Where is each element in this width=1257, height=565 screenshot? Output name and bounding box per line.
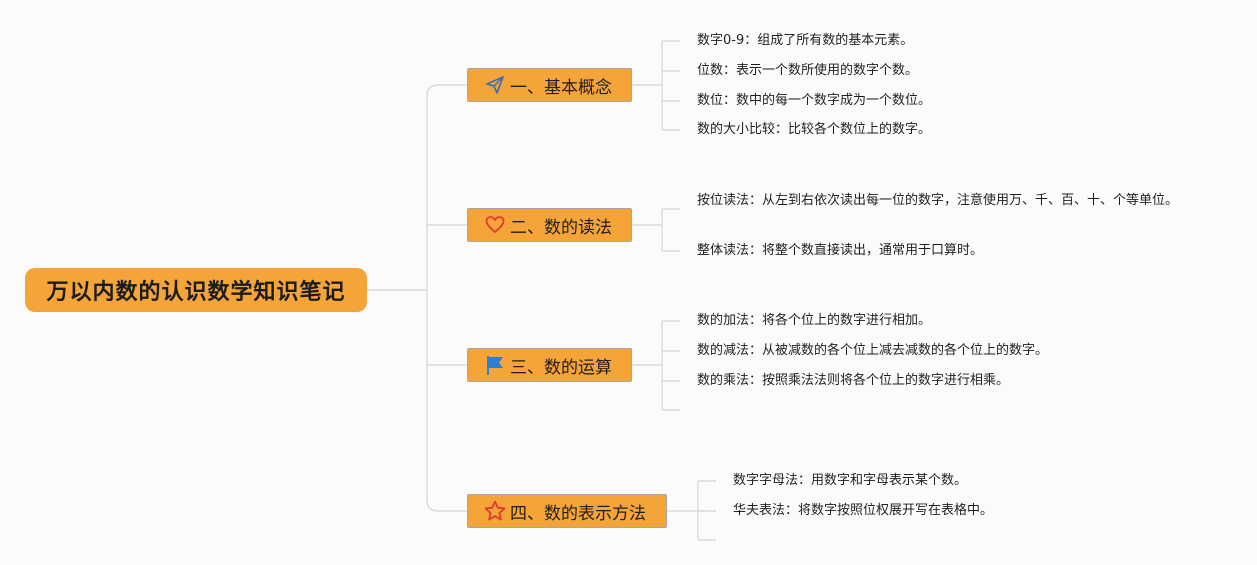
root-label: 万以内数的认识数学知识笔记 bbox=[46, 280, 346, 305]
trunk-connector bbox=[426, 84, 467, 512]
leaf-item[interactable]: 整体读法：将整个数直接读出，通常用于口算时。 bbox=[697, 243, 984, 258]
leaf-item[interactable]: 数位：数中的每一个数字成为一个数位。 bbox=[697, 93, 932, 108]
leaf-connector-group-1 bbox=[632, 40, 680, 131]
branch-node-operations[interactable]: 三、数的运算 bbox=[467, 348, 632, 382]
branch-label: 四、数的表示方法 bbox=[510, 503, 646, 524]
flag-icon bbox=[484, 354, 506, 376]
branch-label: 三、数的运算 bbox=[510, 357, 612, 378]
paper-plane-icon bbox=[484, 74, 506, 96]
leaf-connector-group-2 bbox=[632, 208, 680, 252]
leaf-item[interactable]: 按位读法：从左到右依次读出每一位的数字，注意使用万、千、百、十、个等单位。 bbox=[697, 193, 1179, 208]
leaf-item[interactable]: 位数：表示一个数所使用的数字个数。 bbox=[697, 63, 919, 78]
branch-label: 一、基本概念 bbox=[510, 77, 612, 98]
leaf-connector-group-4 bbox=[667, 480, 716, 541]
leaf-connector-group-3 bbox=[632, 320, 680, 411]
branch-node-basic-concepts[interactable]: 一、基本概念 bbox=[467, 68, 632, 102]
star-icon bbox=[484, 500, 506, 522]
leaf-item[interactable]: 数的大小比较：比较各个数位上的数字。 bbox=[697, 122, 932, 137]
leaf-item[interactable]: 数字0-9：组成了所有数的基本元素。 bbox=[697, 33, 914, 48]
root-node[interactable]: 万以内数的认识数学知识笔记 bbox=[25, 268, 367, 312]
leaf-item[interactable]: 数字字母法：用数字和字母表示某个数。 bbox=[733, 473, 968, 488]
leaf-item[interactable]: 华夫表法：将数字按照位权展开写在表格中。 bbox=[733, 503, 994, 518]
leaf-item[interactable]: 数的减法：从被减数的各个位上减去减数的各个位上的数字。 bbox=[697, 343, 1049, 358]
leaf-item[interactable]: 数的加法：将各个位上的数字进行相加。 bbox=[697, 313, 932, 328]
branch-node-reading[interactable]: 二、数的读法 bbox=[467, 208, 632, 242]
branch-node-representation[interactable]: 四、数的表示方法 bbox=[467, 494, 667, 528]
leaf-item[interactable]: 数的乘法：按照乘法法则将各个位上的数字进行相乘。 bbox=[697, 373, 1010, 388]
branch-label: 二、数的读法 bbox=[510, 217, 612, 238]
heart-icon bbox=[484, 214, 506, 236]
